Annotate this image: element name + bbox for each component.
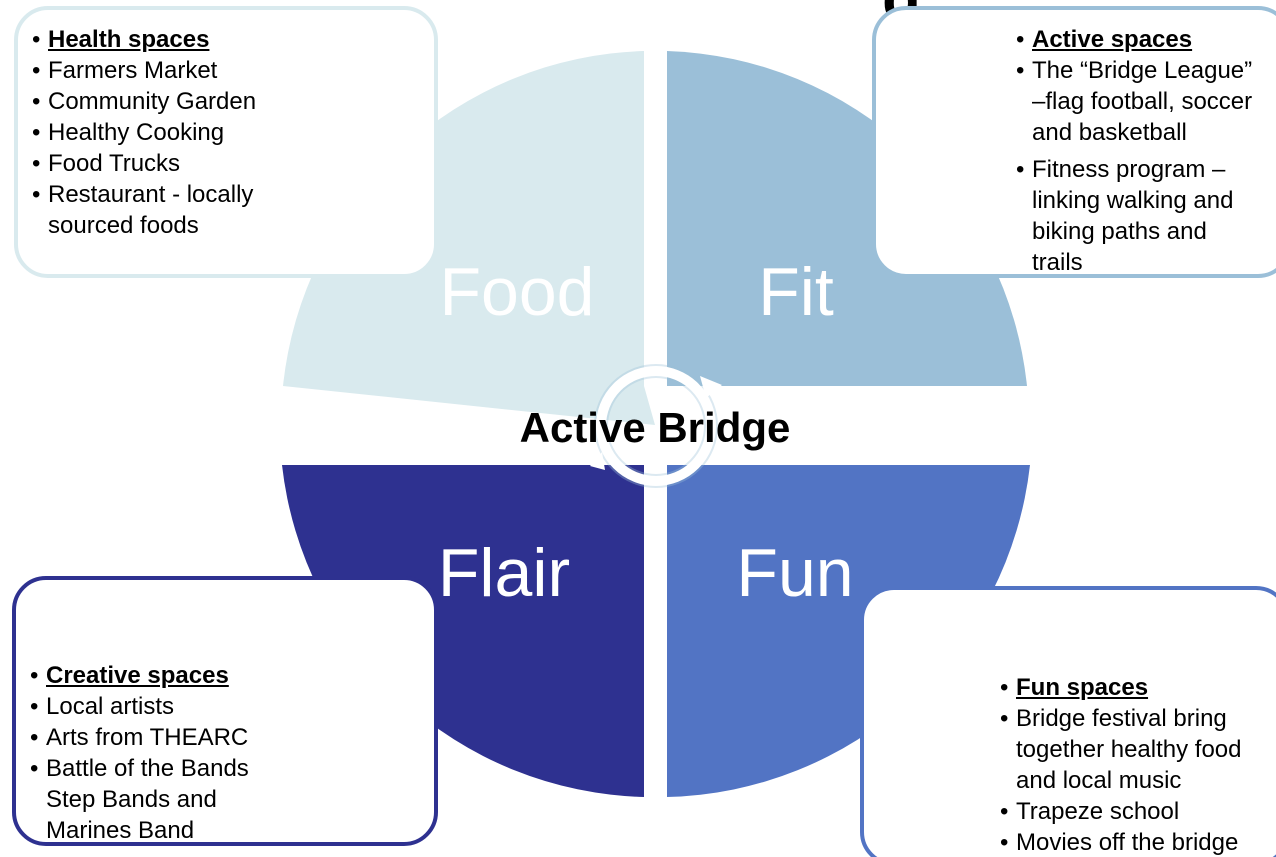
list-item: Food Trucks — [32, 148, 434, 179]
refresh-cycle-icon — [590, 364, 722, 488]
list-item: Local artists — [30, 691, 434, 722]
active-spaces-list: Active spaces The “Bridge League” –flag … — [1016, 24, 1276, 278]
panel-creative-spaces: Creative spaces Local artists Arts from … — [12, 576, 438, 846]
list-item: Restaurant - locally sourced foods — [32, 179, 298, 241]
list-item: Fitness program – linking walking and bi… — [1016, 154, 1252, 278]
quadrant-flair — [282, 465, 644, 797]
panel-health-spaces: Health spaces Farmers Market Community G… — [14, 6, 438, 278]
quadrant-label-fun: Fun — [736, 535, 853, 611]
list-item: Battle of the Bands Step Bands and Marin… — [30, 753, 266, 846]
list-item: Healthy Cooking — [32, 117, 434, 148]
list-heading: Fun spaces — [1000, 672, 1276, 703]
fun-spaces-list: Fun spaces Bridge festival bring togethe… — [1000, 672, 1276, 857]
panel-fun-spaces: Fun spaces Bridge festival bring togethe… — [860, 586, 1276, 857]
center-title: Active Bridge — [520, 404, 791, 451]
list-item: Arts from THEARC — [30, 722, 434, 753]
list-heading: Active spaces — [1016, 24, 1276, 55]
list-heading: Creative spaces — [30, 660, 434, 691]
list-item: The “Bridge League” –flag football, socc… — [1016, 55, 1272, 148]
quadrant-food — [283, 51, 655, 425]
health-spaces-list: Health spaces Farmers Market Community G… — [32, 24, 434, 241]
quadrant-label-fit: Fit — [758, 254, 834, 330]
list-item: Farmers Market — [32, 55, 434, 86]
quadrant-fit — [667, 51, 1027, 386]
quadrant-fun — [667, 465, 1030, 797]
panel-active-spaces: Active spaces The “Bridge League” –flag … — [872, 6, 1276, 278]
creative-spaces-list: Creative spaces Local artists Arts from … — [30, 660, 434, 846]
list-heading: Health spaces — [32, 24, 434, 55]
list-item: Bridge festival bring together healthy f… — [1000, 703, 1266, 796]
list-item: Community Garden — [32, 86, 434, 117]
quadrant-label-flair: Flair — [438, 535, 570, 611]
list-item: Trapeze school — [1000, 796, 1276, 827]
quadrant-label-food: Food — [440, 254, 595, 330]
list-item: Movies off the bridge — [1000, 827, 1276, 857]
